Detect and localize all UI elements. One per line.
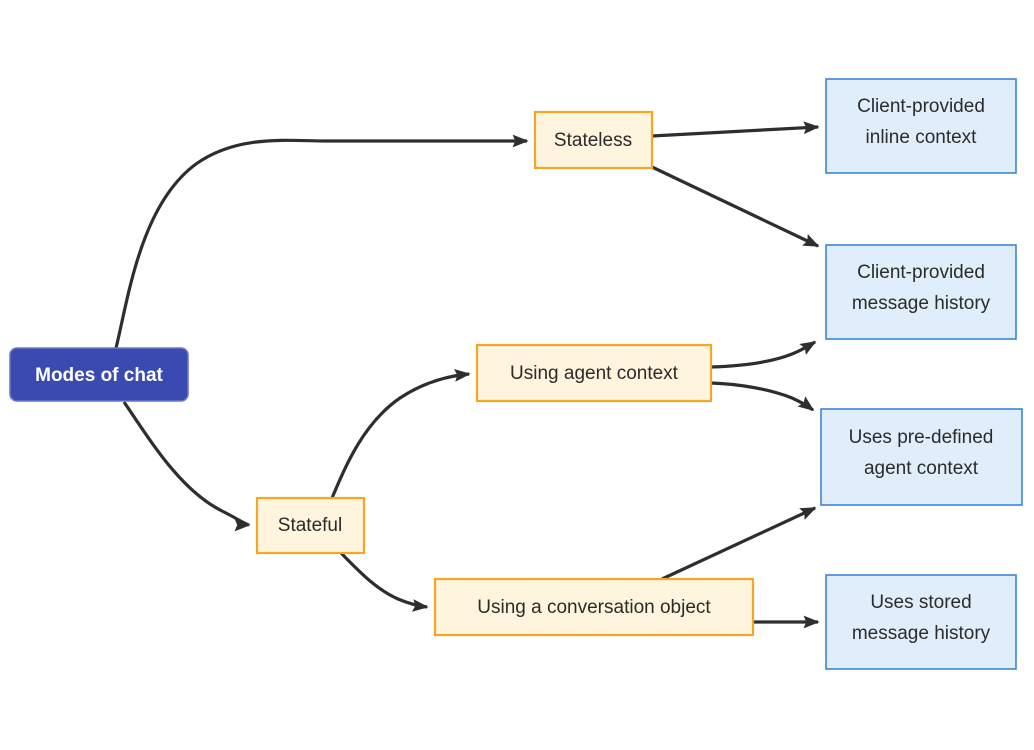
node-client-provided-inline-context-label-line2: inline context — [866, 127, 978, 148]
node-uses-pre-defined-agent-context-label-line2: agent context — [864, 458, 979, 479]
node-stateful-label: Stateful — [278, 515, 342, 536]
node-uses-stored-message-history[interactable]: Uses stored message history — [825, 574, 1017, 670]
edge-agent-context-to-predefined-agent-context — [710, 381, 815, 412]
node-client-provided-inline-context-shape[interactable] — [825, 78, 1017, 174]
node-stateless[interactable]: Stateless — [533, 110, 654, 170]
edge-stateless-to-inline-context — [651, 121, 820, 138]
node-stateful[interactable]: Stateful — [255, 496, 366, 555]
node-client-provided-message-history-label-line1: Client-provided — [857, 262, 985, 283]
node-client-provided-inline-context-label-line1: Client-provided — [857, 96, 985, 117]
edge-root-to-stateless — [114, 134, 529, 349]
node-uses-stored-message-history-shape[interactable] — [825, 574, 1017, 670]
node-uses-stored-message-history-label-line2: message history — [852, 623, 991, 644]
node-client-provided-inline-context[interactable]: Client-provided inline context — [825, 78, 1017, 174]
node-modes-of-chat[interactable]: Modes of chat — [9, 347, 189, 402]
edge-stateful-to-agent-context — [330, 369, 471, 499]
node-client-provided-message-history-shape[interactable] — [825, 244, 1017, 340]
node-using-a-conversation-object-label: Using a conversation object — [477, 597, 711, 618]
node-uses-stored-message-history-label-line1: Uses stored — [870, 592, 971, 613]
node-stateless-label: Stateless — [554, 130, 632, 151]
edge-root-to-stateful — [122, 401, 251, 527]
node-using-agent-context-shape[interactable] — [475, 343, 713, 403]
node-client-provided-message-history[interactable]: Client-provided message history — [825, 244, 1017, 340]
node-modes-of-chat-label: Modes of chat — [35, 365, 163, 386]
edge-conversation-object-to-predefined-agent-context — [661, 506, 817, 581]
node-using-agent-context-label: Using agent context — [510, 363, 679, 384]
node-using-agent-context[interactable]: Using agent context — [475, 343, 713, 403]
node-layer: Modes of chat Stateless Stateful Using a… — [9, 78, 1023, 670]
node-uses-pre-defined-agent-context-label-line1: Uses pre-defined — [849, 427, 994, 448]
edge-layer — [114, 121, 820, 629]
node-using-a-conversation-object[interactable]: Using a conversation object — [433, 577, 755, 637]
node-stateful-shape[interactable] — [255, 496, 366, 555]
edge-stateful-to-conversation-object — [339, 551, 429, 612]
node-using-a-conversation-object-shape[interactable] — [433, 577, 755, 637]
node-uses-pre-defined-agent-context[interactable]: Uses pre-defined agent context — [820, 408, 1023, 506]
edge-stateless-to-message-history — [651, 165, 820, 248]
node-stateless-shape[interactable] — [533, 110, 654, 170]
node-client-provided-message-history-label-line2: message history — [852, 293, 991, 314]
edge-agent-context-to-message-history — [710, 340, 817, 369]
node-modes-of-chat-shape[interactable] — [9, 347, 189, 402]
node-uses-pre-defined-agent-context-shape[interactable] — [820, 408, 1023, 506]
